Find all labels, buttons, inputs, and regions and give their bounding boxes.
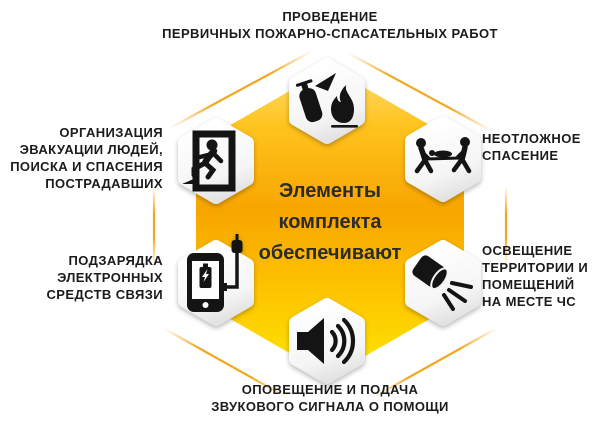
label-evacuation: ОРГАНИЗАЦИЯ ЭВАКУАЦИИ ЛЮДЕЙ, ПОИСКА И СП… (10, 125, 163, 191)
label-fire-rescue: ПРОВЕДЕНИЕ ПЕРВИЧНЫХ ПОЖАРНО-СПАСАТЕЛЬНЫ… (162, 9, 498, 41)
outer-hexagon-outline (152, 49, 508, 400)
badge-fire-rescue (289, 58, 365, 144)
badge-shape (289, 298, 365, 384)
label-lighting: ОСВЕЩЕНИЕ ТЕРРИТОРИИ И ПОМЕЩЕНИЙ НА МЕСТ… (482, 243, 589, 309)
badge-recharge (178, 234, 254, 326)
outline-edge-bottom-left (161, 326, 290, 400)
loudspeaker-icon (297, 317, 356, 365)
outline-edge-top-right (346, 51, 494, 133)
badge-evacuation (178, 118, 254, 204)
stretcher-rescue-icon (414, 137, 472, 174)
outline-edge-bottom-right (370, 326, 499, 400)
central-hexagon-text: Элементы комплекта обеспечивают (258, 180, 402, 264)
emergency-exit-icon (182, 130, 236, 192)
label-recharge: ПОДЗАРЯДКА ЭЛЕКТРОННЫХ СРЕДСТВ СВЯЗИ (46, 253, 163, 302)
label-alert-sound: ОПОВЕЩЕНИЕ И ПОДАЧА ЗВУКОВОГО СИГНАЛА О … (211, 382, 449, 414)
fire-extinguisher-flame-icon (295, 73, 358, 128)
badge-lighting (405, 240, 481, 326)
badge-alert-sound (289, 298, 365, 384)
badge-urgent-rescue (405, 116, 481, 202)
phone-charging-icon (187, 234, 243, 312)
flashlight-icon (412, 255, 473, 311)
label-urgent-rescue: НЕОТЛОЖНОЕ СПАСЕНИЕ (482, 131, 581, 163)
outline-edge-top-left (168, 49, 314, 130)
